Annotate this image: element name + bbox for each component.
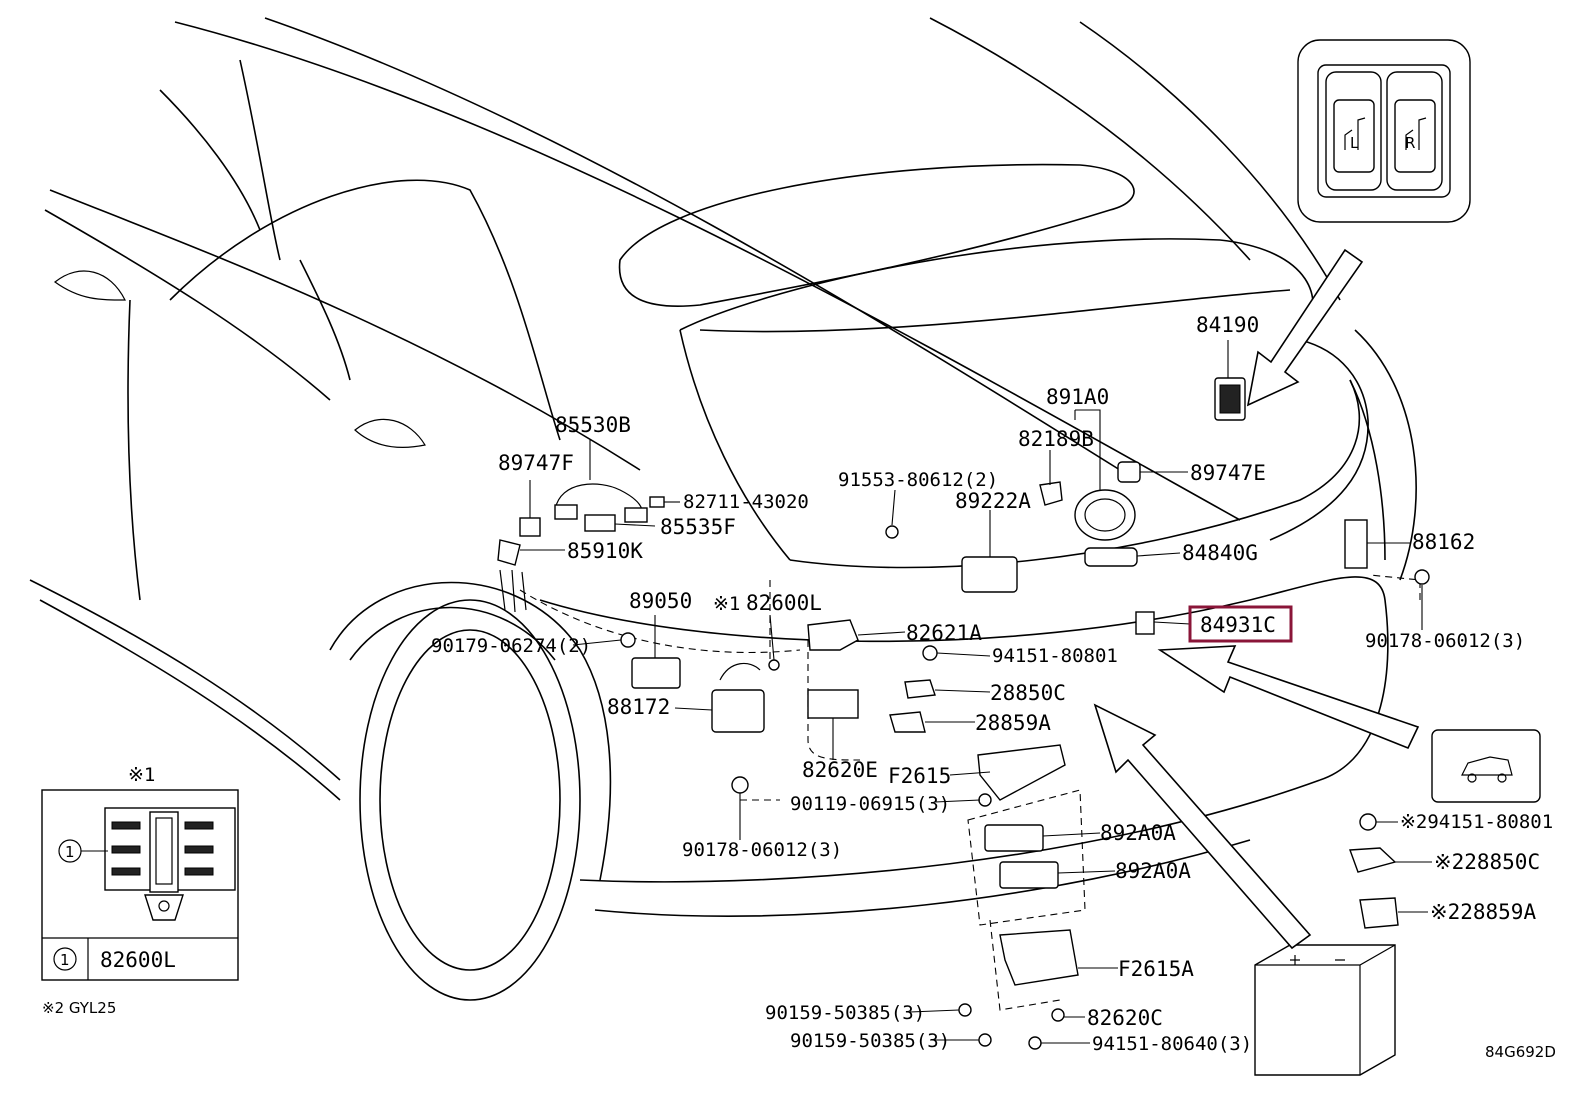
part-891A0-emblem[interactable]	[1074, 489, 1136, 541]
callout-84931C[interactable]: 84931C	[1200, 613, 1276, 637]
part-84931C[interactable]	[1135, 611, 1155, 635]
part-82621A-bracket[interactable]	[807, 619, 859, 651]
callout-85530B[interactable]: 85530B	[555, 413, 631, 437]
part-892A0A-unit-2[interactable]	[999, 861, 1059, 889]
part-82620E-block[interactable]	[807, 689, 859, 719]
callout-82620C[interactable]: 82620C	[1087, 1006, 1163, 1030]
part-94151-nut[interactable]	[922, 645, 938, 661]
inset-item-number: 1	[65, 843, 75, 861]
callout-82189B[interactable]: 82189B	[1018, 427, 1094, 451]
callout-F2615[interactable]: F2615	[888, 764, 951, 788]
callout-91553-80612[interactable]: 91553-80612(2)	[838, 469, 998, 491]
callout-891A0[interactable]: 891A0	[1046, 385, 1109, 409]
part-82600L-clip[interactable]	[768, 659, 780, 671]
part-28850C[interactable]	[904, 679, 936, 699]
highlight-box-84931C	[1188, 605, 1293, 643]
part-89222A-module[interactable]	[961, 556, 1018, 593]
part-90178-nut-b[interactable]	[731, 776, 749, 794]
callout-90119-06915[interactable]: 90119-06915(3)	[790, 793, 950, 815]
part-28859A[interactable]	[889, 711, 926, 733]
part-94151-80640-nut[interactable]	[1028, 1036, 1042, 1050]
callout-90159-50385-2[interactable]: 90159-50385(3)	[790, 1030, 950, 1052]
callout-84840G[interactable]: 84840G	[1182, 541, 1258, 565]
callout-892A0A-1[interactable]: 892A0A	[1100, 821, 1176, 845]
part-F2615A-bracket[interactable]	[999, 929, 1079, 986]
part-88172-module[interactable]	[711, 689, 765, 733]
part-90159-bolt-2[interactable]	[978, 1033, 992, 1047]
callout-90159-50385-1[interactable]: 90159-50385(3)	[765, 1002, 925, 1024]
callout-89222A[interactable]: 89222A	[955, 489, 1031, 513]
callout-89747E[interactable]: 89747E	[1190, 461, 1266, 485]
callout-84190[interactable]: 84190	[1196, 313, 1259, 337]
callout-labels: 84190 891A0 82189B 89747E 91553-80612(2)…	[431, 313, 1553, 1055]
callout-89050[interactable]: 89050	[629, 589, 692, 613]
callout-r-28859A[interactable]: ※228859A	[1430, 900, 1536, 924]
hatch-button-inset	[1431, 729, 1541, 803]
part-F2615-bracket[interactable]	[977, 744, 1066, 801]
callout-94151-80640[interactable]: 94151-80640(3)	[1092, 1033, 1252, 1055]
part-82189B[interactable]	[1039, 481, 1063, 506]
callout-82600L[interactable]: 82600L	[746, 591, 822, 615]
callout-F2615A[interactable]: F2615A	[1118, 957, 1194, 981]
callout-94151-80801[interactable]: 94151-80801	[992, 645, 1118, 667]
callout-90178-06012-a[interactable]: 90178-06012(3)	[1365, 630, 1525, 652]
inset-row-part: 82600L	[100, 948, 176, 972]
callout-82621A[interactable]: 82621A	[906, 621, 982, 645]
inset-title: ※1	[128, 764, 155, 786]
part-88162-sensor[interactable]	[1344, 519, 1368, 569]
callout-82711-43020[interactable]: 82711-43020	[683, 491, 809, 513]
part-90159-bolt-1[interactable]	[958, 1003, 972, 1017]
callout-892A0A-2[interactable]: 892A0A	[1115, 859, 1191, 883]
clip-inset: ※1 1 1 82600L	[41, 764, 239, 981]
callout-88172[interactable]: 88172	[607, 695, 670, 719]
vehicle-body-outline	[29, 17, 1417, 1001]
rear-seat-fold-switch-left[interactable]: L	[1325, 71, 1382, 191]
switch-panel-inset: L R	[1297, 39, 1471, 223]
harness-lines	[519, 574, 1421, 1011]
callout-82620E[interactable]: 82620E	[802, 758, 878, 782]
part-85530B-connector[interactable]	[554, 504, 578, 520]
part-85910K[interactable]	[497, 539, 521, 566]
switch-left-label: L	[1350, 134, 1359, 152]
part-85535F[interactable]	[584, 514, 616, 532]
callout-r-94151-80801[interactable]: ※294151-80801	[1400, 811, 1553, 833]
part-r-94151-nut[interactable]	[1359, 813, 1377, 831]
part-r-28850C[interactable]	[1349, 847, 1397, 873]
part-r-28859A[interactable]	[1359, 897, 1399, 929]
callout-88162[interactable]: 88162	[1412, 530, 1475, 554]
footnote: ※2 GYL25	[42, 999, 116, 1017]
part-89050-module[interactable]	[631, 657, 681, 689]
part-90179-nut[interactable]	[620, 632, 636, 648]
switch-right-label: R	[1405, 134, 1415, 152]
part-82711-clip[interactable]	[649, 496, 665, 508]
callout-note-1: ※1	[713, 593, 740, 615]
clip-82600L-drawing	[104, 807, 236, 921]
car-hatch-icon	[1461, 756, 1513, 783]
callout-28859A[interactable]: 28859A	[975, 711, 1051, 735]
part-91553-bolt[interactable]	[885, 525, 899, 539]
part-90119-bolt[interactable]	[978, 793, 992, 807]
callout-89747F[interactable]: 89747F	[498, 451, 574, 475]
part-89747F[interactable]	[519, 517, 541, 537]
part-90178-nut-a[interactable]	[1414, 569, 1430, 585]
callout-85910K[interactable]: 85910K	[567, 539, 643, 563]
part-82620C-bolt[interactable]	[1051, 1008, 1065, 1022]
callout-90178-06012-b[interactable]: 90178-06012(3)	[682, 839, 842, 861]
pointer-arrows	[1093, 248, 1420, 950]
rear-seat-fold-switch-right[interactable]: R	[1386, 71, 1443, 191]
part-84840G-switch[interactable]	[1084, 547, 1138, 567]
callout-85535F[interactable]: 85535F	[660, 515, 736, 539]
callout-28850C[interactable]: 28850C	[990, 681, 1066, 705]
callout-r-28850C[interactable]: ※228850C	[1434, 850, 1540, 874]
inset-row-number: 1	[60, 951, 70, 969]
part-89747E[interactable]	[1117, 461, 1141, 483]
part-892A0A-unit-1[interactable]	[984, 824, 1044, 852]
diagram-id: 84G692D	[1485, 1043, 1556, 1061]
callout-90179-06274[interactable]: 90179-06274(2)	[431, 635, 591, 657]
parts	[497, 377, 1430, 1076]
leader-lines	[520, 340, 1432, 1044]
